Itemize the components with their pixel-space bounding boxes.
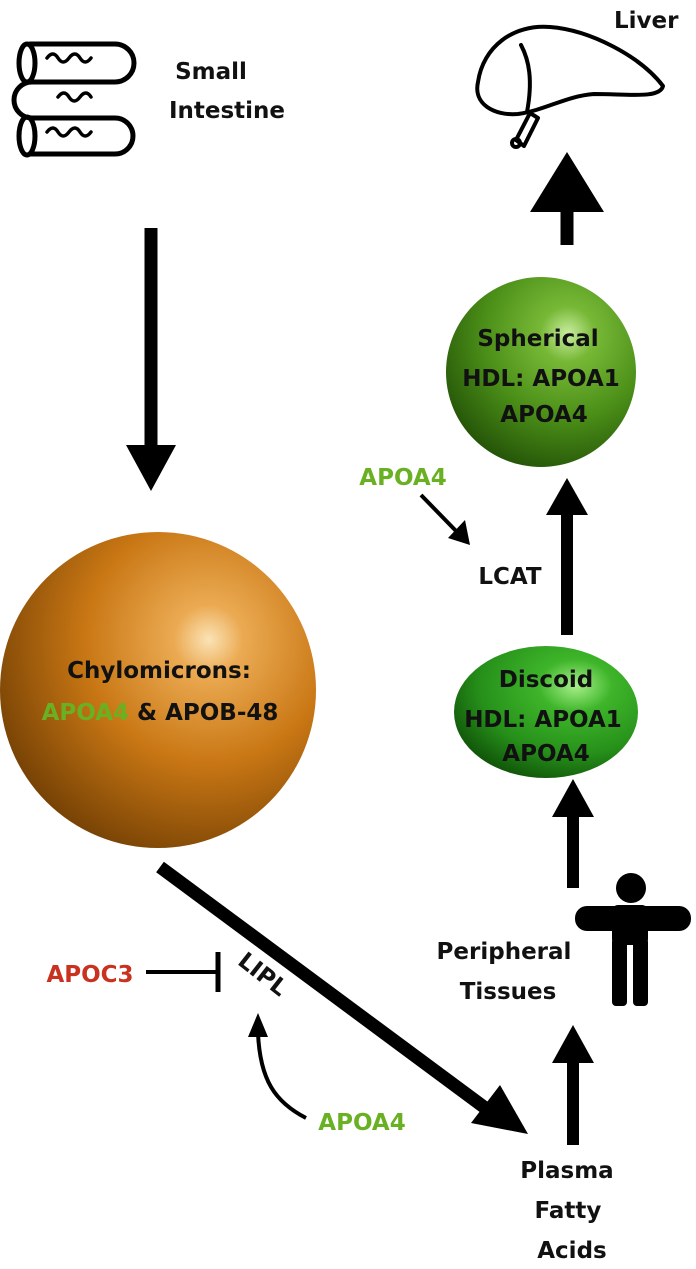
- chylomicrons-title: Chylomicrons:: [67, 658, 251, 684]
- peripheral-tissues-label: Peripheral Tissues: [437, 939, 580, 1005]
- arrowhead-peripheral: [552, 1025, 594, 1063]
- intestine-icon: [11, 41, 137, 158]
- chylomicrons-apob48: & APOB-48: [129, 700, 278, 726]
- apoa4-lcat-label: APOA4: [359, 465, 446, 491]
- arrowhead-liver: [530, 152, 604, 212]
- spherical-hdl-sphere: [446, 277, 636, 467]
- liver-label: Liver: [614, 8, 679, 34]
- discoid-hdl-disc: [454, 646, 638, 778]
- arrowhead-lipl: [248, 1013, 268, 1037]
- pathway-arrows: [126, 152, 604, 1145]
- chylomicron-sphere: [0, 532, 316, 848]
- arrow-apoa4-to-lcat: [419, 493, 460, 535]
- small-intestine-label: Small Intestine: [169, 59, 285, 124]
- person-icon: [575, 873, 691, 1006]
- arrow-chylomicrons-to-plasma: [156, 861, 496, 1119]
- apoa4-lipl-label: APOA4: [318, 1110, 405, 1136]
- arrowhead-chylomicrons: [126, 445, 176, 491]
- liver-icon: [475, 24, 665, 149]
- plasma-fatty-acids-label: Plasma Fatty Acids: [520, 1158, 621, 1264]
- arrowhead-lcat: [448, 520, 470, 545]
- chylomicrons-apoa4: APOA4: [42, 700, 129, 726]
- arrowhead-discoid: [552, 779, 594, 817]
- arrowhead-spherical: [546, 478, 588, 515]
- activation-apoa4-lipl: [256, 1032, 307, 1120]
- arrowhead-plasma: [471, 1085, 528, 1134]
- spherical-hdl-label: Spherical HDL: APOA1 APOA4: [462, 326, 628, 428]
- apoc3-label: APOC3: [46, 962, 133, 988]
- chylomicrons-components: APOA4 & APOB-48: [42, 700, 279, 726]
- discoid-hdl-label: Discoid HDL: APOA1 APOA4: [464, 667, 630, 767]
- lcat-label: LCAT: [478, 564, 542, 590]
